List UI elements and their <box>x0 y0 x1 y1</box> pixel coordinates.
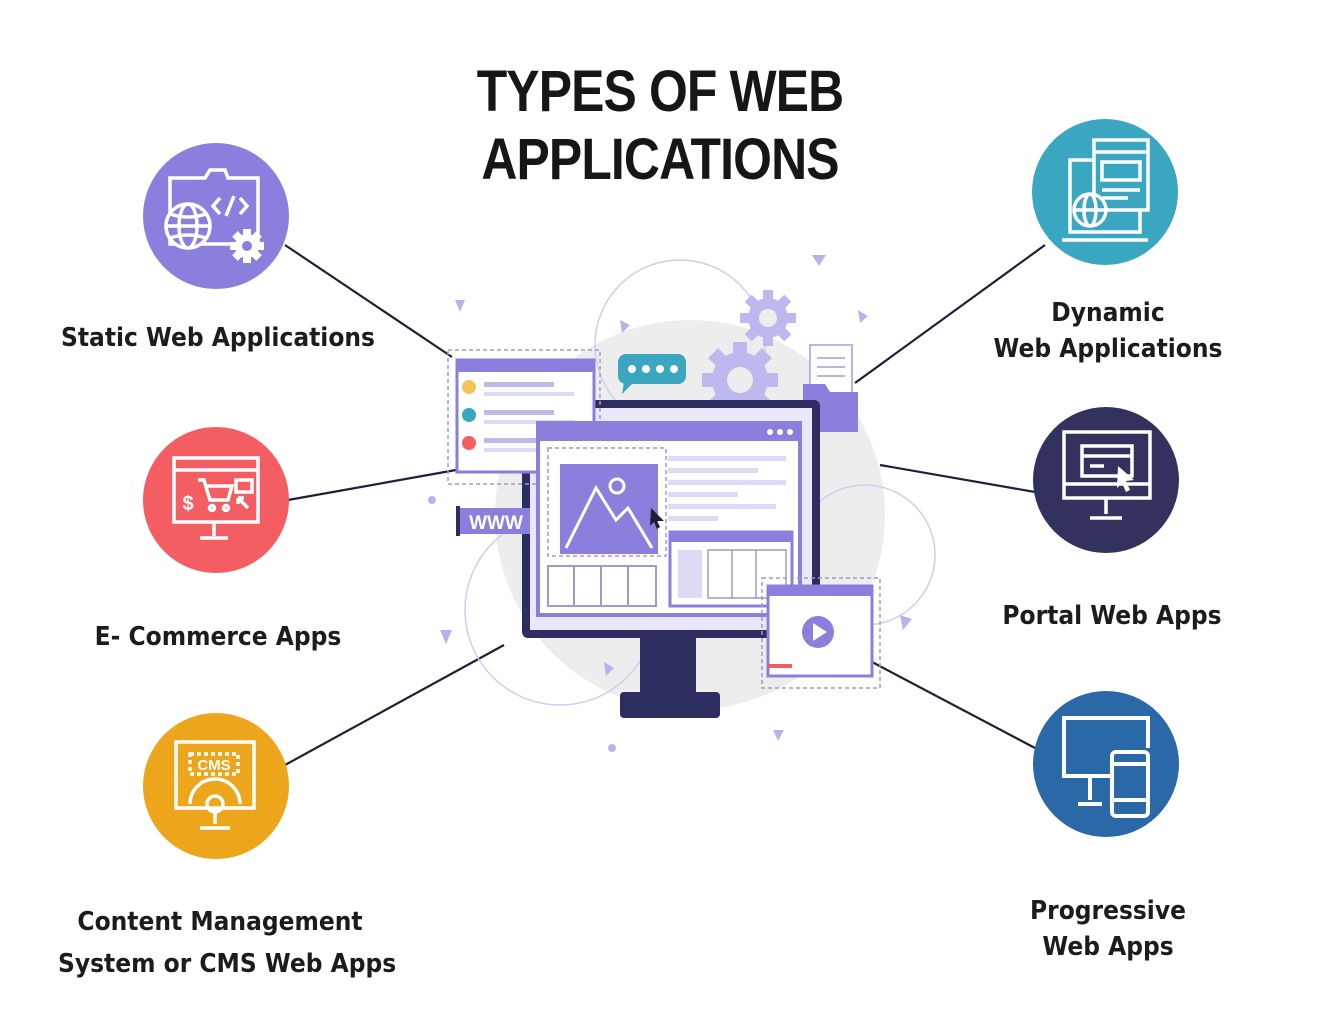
center-illustration: WWW <box>428 255 936 752</box>
web-code-gear-icon <box>143 143 289 289</box>
list-window <box>447 349 601 485</box>
connector-portal <box>879 463 1036 494</box>
connector-progressive <box>871 661 1036 749</box>
dynamic-laptop-globe-icon <box>1032 119 1178 265</box>
connector-cms <box>284 644 505 766</box>
label-cms-web-apps: Content Management System or CMS Web App… <box>58 907 397 979</box>
www-tag <box>456 506 530 536</box>
gear-icon <box>702 290 796 418</box>
title-line-1: TYPES OF WEB <box>476 59 844 124</box>
ecommerce-monitor-icon: $ <box>143 427 289 573</box>
connector-dynamic <box>854 244 1046 384</box>
title-line-2: APPLICATIONS <box>481 127 839 192</box>
label-static-web-applications: Static Web Applications <box>61 323 375 353</box>
label-progressive-web-apps: Progressive Web Apps <box>1030 896 1186 962</box>
svg-text:$: $ <box>182 493 193 515</box>
progressive-devices-icon <box>1033 691 1179 837</box>
connector-static <box>284 244 453 358</box>
label-portal-web-apps: Portal Web Apps <box>1002 601 1222 631</box>
connector-ecommerce <box>287 468 457 502</box>
connector-lines <box>284 244 1046 766</box>
cms-icon-text: CMS <box>197 757 230 774</box>
chat-bubble-icon <box>618 354 686 394</box>
www-label: WWW <box>469 513 523 534</box>
label-dynamic-web-applications: Dynamic Web Applications <box>993 298 1223 364</box>
video-window <box>761 577 881 689</box>
label-ecommerce-apps: E- Commerce Apps <box>94 622 342 652</box>
portal-monitor-icon <box>1033 407 1179 553</box>
cms-monitor-icon <box>143 713 289 859</box>
page-title: TYPES OF WEB APPLICATIONS <box>436 58 883 194</box>
browser-window <box>536 421 802 617</box>
cursor-icon <box>650 508 664 529</box>
